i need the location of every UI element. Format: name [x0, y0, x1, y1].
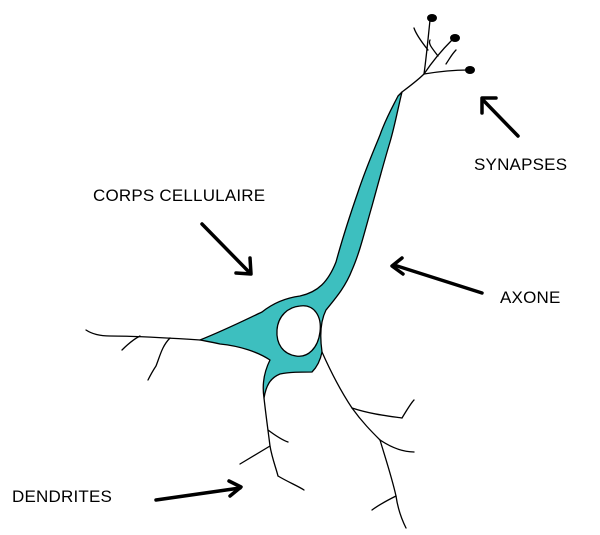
arrow-synapses-shaft: [484, 101, 518, 136]
axon-twig-1: [414, 28, 428, 50]
dendrite-left-3: [122, 336, 140, 350]
axon-terminal: [402, 74, 424, 92]
dendrite-right-2: [380, 440, 414, 452]
arrow-dendrites-shaft: [156, 488, 240, 500]
dendrite-left-1: [86, 330, 200, 340]
label-dendrites: DENDRITES: [12, 487, 112, 507]
synapse-bulbs: [427, 14, 475, 74]
dendrite-lower-4: [268, 430, 288, 442]
dendrite-lower-3: [278, 476, 304, 490]
dendrite-lower-1: [264, 398, 278, 476]
dendrite-left-2: [148, 338, 170, 380]
label-cell-body: CORPS CELLULAIRE: [93, 186, 265, 206]
label-axon: AXONE: [500, 288, 561, 308]
dendrite-right-5: [372, 496, 396, 510]
synapse-bulb-3: [465, 66, 475, 74]
axon-branch-3: [424, 70, 468, 74]
axon-branch-2: [424, 40, 452, 74]
dendrite-right-6: [402, 400, 414, 418]
label-synapses: SYNAPSES: [474, 155, 567, 175]
dendrite-right-1: [322, 352, 380, 440]
nucleus: [277, 306, 320, 356]
arrow-cell-body-shaft: [202, 224, 249, 272]
synapse-bulb-2: [450, 34, 460, 42]
dendrite-right-4: [380, 440, 406, 528]
axon-twig-3: [446, 50, 456, 64]
dendrite-lower-2: [240, 446, 270, 464]
dendrite-right-3: [352, 408, 402, 418]
arrow-axon-shaft: [394, 265, 482, 293]
synapse-bulb-1: [427, 14, 437, 22]
axon-twig-2: [429, 40, 438, 56]
